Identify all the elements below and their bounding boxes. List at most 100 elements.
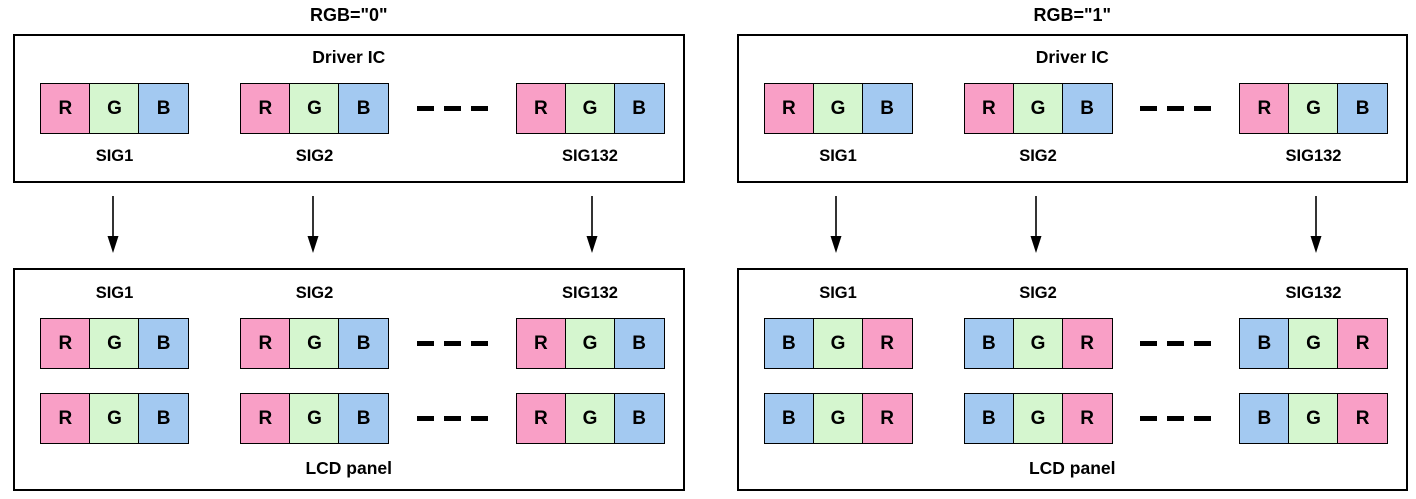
lcd-pixel-row-1: B G R B G R B G R <box>739 318 1407 370</box>
subpixel-b: B <box>1337 83 1389 134</box>
ellipsis-dashes-icon <box>416 341 488 347</box>
subpixel-b: B <box>138 318 190 370</box>
ellipsis-dashes-icon <box>1140 416 1212 422</box>
ellipsis-zone <box>1113 416 1240 422</box>
subpixel-g: G <box>289 318 340 370</box>
lcd-signal-labels: SIG1 SIG2 SIG132 <box>739 270 1407 303</box>
lcd-pixel-row-2: R G B R G B R G B <box>15 393 683 445</box>
pixel-group-sig1: B G R <box>763 318 913 370</box>
signal-label-sig132: SIG132 <box>1285 147 1342 165</box>
subpixel-b: B <box>763 393 815 445</box>
subpixel-r: R <box>1061 393 1113 445</box>
subpixel-g: G <box>289 83 340 134</box>
pixel-group-sig132: R G B <box>515 393 665 445</box>
subpixel-b: B <box>338 318 390 370</box>
subpixel-g: G <box>1012 318 1064 370</box>
lcd-panel-box: SIG1 SIG2 SIG132 B G R B G R <box>736 268 1408 491</box>
subpixel-g: G <box>1288 393 1339 445</box>
subpixel-r: R <box>1337 318 1389 370</box>
subpixel-g: G <box>1288 318 1339 370</box>
subpixel-r: R <box>240 393 291 445</box>
signal-label-sig2: SIG2 <box>295 284 334 303</box>
subpixel-g: G <box>812 318 864 370</box>
lcd-signal-labels: SIG1 SIG2 SIG132 <box>15 270 683 303</box>
subpixel-b: B <box>613 83 665 134</box>
lcd-pixel-row-2: B G R B G R B G R <box>739 393 1407 445</box>
subpixel-r: R <box>40 318 91 370</box>
subpixel-g: G <box>564 393 616 445</box>
subpixel-b: B <box>613 318 665 370</box>
signal-label-sig2: SIG2 <box>295 147 334 165</box>
down-arrow-icon <box>518 195 667 253</box>
subpixel-g: G <box>564 83 616 134</box>
driver-pixel-row: R G B R G B R G B <box>15 83 683 134</box>
ellipsis-zone <box>1113 106 1240 111</box>
down-arrow-icon <box>238 195 387 253</box>
pixel-group-sig132: R G B <box>515 318 665 370</box>
pixel-group-sig1: R G B <box>763 83 913 134</box>
subpixel-g: G <box>812 393 864 445</box>
subpixel-g: G <box>1288 83 1339 134</box>
subpixel-b: B <box>1061 83 1113 134</box>
signal-label-sig1: SIG1 <box>819 284 857 303</box>
subpixel-b: B <box>1239 318 1290 370</box>
signal-label-sig1: SIG1 <box>95 284 134 303</box>
subpixel-g: G <box>812 83 864 134</box>
driver-pixel-row: R G B R G B R G B <box>739 83 1407 134</box>
subpixel-g: G <box>89 393 140 445</box>
driver-ic-box: Driver IC R G B R G B R G B <box>13 34 685 183</box>
subpixel-b: B <box>138 393 190 445</box>
pixel-group-sig2: R G B <box>963 83 1113 134</box>
signal-label-sig1: SIG1 <box>819 147 857 165</box>
pixel-group-sig1: R G B <box>40 393 190 445</box>
driver-ic-label: Driver IC <box>312 47 386 67</box>
pixel-group-sig132: B G R <box>1239 318 1389 370</box>
subpixel-r: R <box>515 83 567 134</box>
signal-label-sig2: SIG2 <box>1019 284 1057 303</box>
pixel-group-sig1: R G B <box>40 83 190 134</box>
ellipsis-zone <box>389 341 516 347</box>
subpixel-r: R <box>763 83 815 134</box>
subpixel-r: R <box>1239 83 1290 134</box>
subpixel-r: R <box>40 393 91 445</box>
signal-label-sig2: SIG2 <box>1019 147 1057 165</box>
pixel-group-sig2: R G B <box>240 83 390 134</box>
subpixel-r: R <box>963 83 1015 134</box>
down-arrow-icon <box>762 195 911 253</box>
ellipsis-dashes-icon <box>1140 106 1212 111</box>
driver-ic-label: Driver IC <box>1035 47 1109 67</box>
subpixel-g: G <box>289 393 340 445</box>
subpixel-b: B <box>338 83 390 134</box>
pixel-group-sig2: R G B <box>240 318 390 370</box>
subpixel-b: B <box>963 318 1015 370</box>
subpixel-r: R <box>515 318 567 370</box>
subpixel-r: R <box>1061 318 1113 370</box>
pixel-group-sig1: R G B <box>40 318 190 370</box>
subpixel-b: B <box>1239 393 1290 445</box>
pixel-group-sig132: B G R <box>1239 393 1389 445</box>
subpixel-g: G <box>1012 393 1064 445</box>
subpixel-b: B <box>138 83 190 134</box>
driver-signal-labels: SIG1 SIG2 SIG132 <box>15 146 683 166</box>
driver-ic-box: Driver IC R G B R G B R G B <box>736 34 1408 183</box>
subpixel-r: R <box>240 318 291 370</box>
signal-label-sig132: SIG132 <box>562 147 618 165</box>
down-arrow-icon <box>38 195 187 253</box>
ellipsis-zone <box>389 416 516 422</box>
subpixel-g: G <box>89 83 140 134</box>
down-arrow-icon <box>962 195 1111 253</box>
pixel-group-sig2: R G B <box>240 393 390 445</box>
lcd-panel-label: LCD panel <box>1028 458 1116 479</box>
connection-arrows <box>13 183 685 268</box>
signal-label-sig132: SIG132 <box>1285 284 1342 303</box>
panel-rgb0: RGB="0" Driver IC R G B R G B R <box>13 4 685 491</box>
panel-title-rgb1: RGB="1" <box>1033 5 1112 25</box>
subpixel-g: G <box>564 318 616 370</box>
subpixel-b: B <box>861 83 913 134</box>
subpixel-g: G <box>1012 83 1064 134</box>
pixel-group-sig1: B G R <box>763 393 913 445</box>
subpixel-b: B <box>338 393 390 445</box>
subpixel-b: B <box>763 318 815 370</box>
driver-signal-labels: SIG1 SIG2 SIG132 <box>739 146 1407 166</box>
